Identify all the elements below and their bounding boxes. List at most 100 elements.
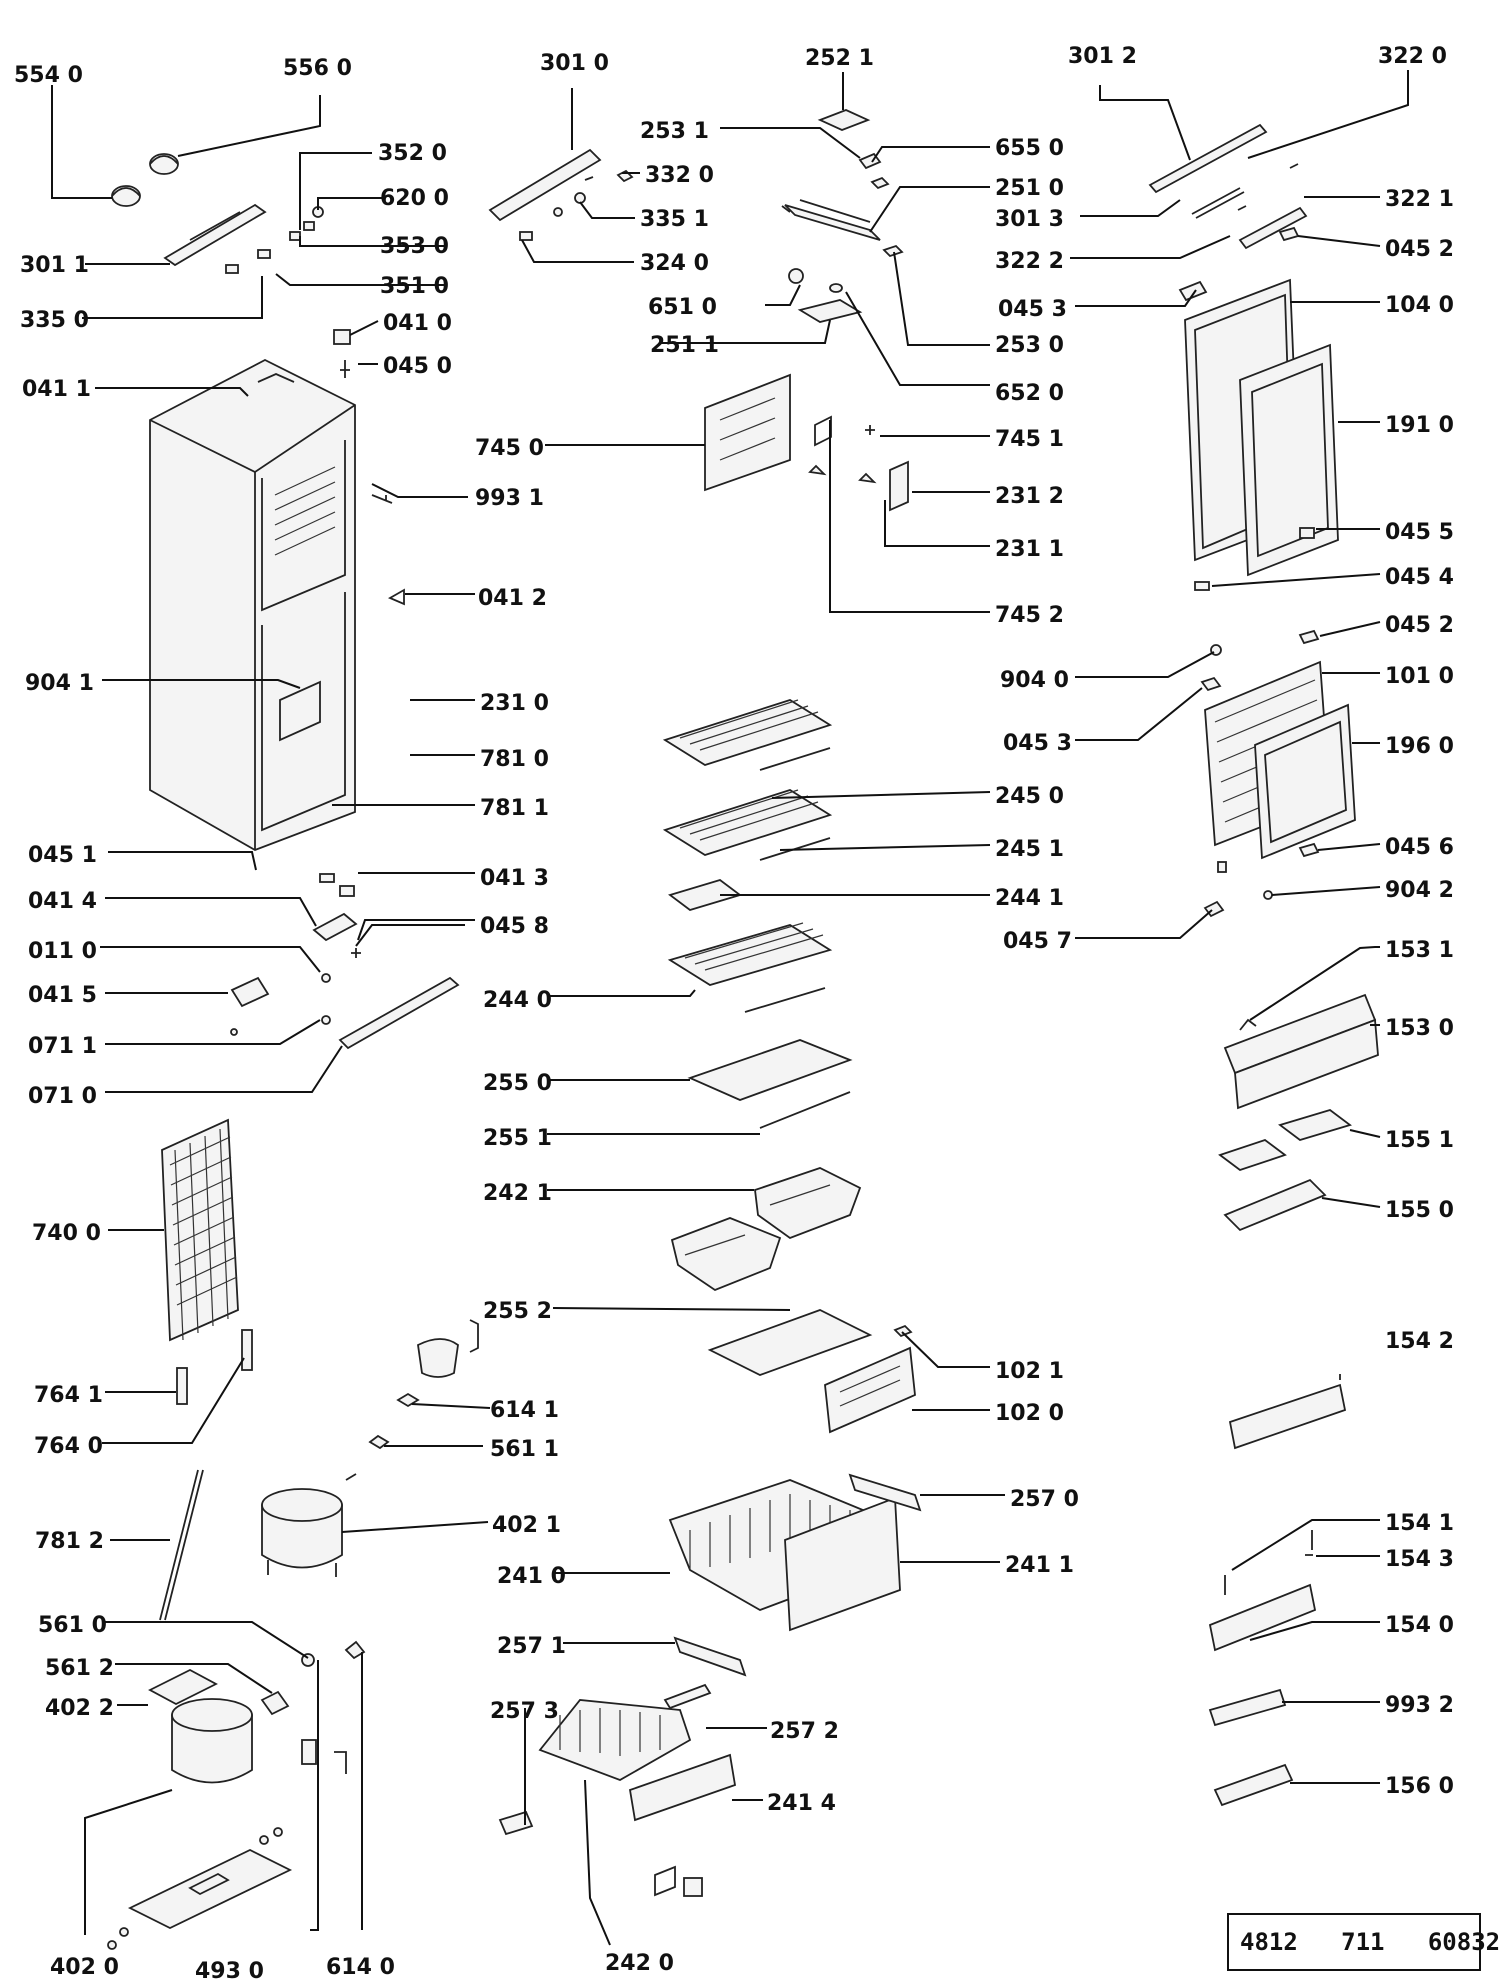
callout-label: 904 2 [1385, 878, 1454, 903]
capillary-tube-part [159, 1469, 204, 1621]
callout-label: 045 4 [1385, 565, 1454, 590]
callout-label: 402 0 [50, 1955, 119, 1980]
callout-label: 257 2 [770, 1719, 839, 1744]
callout-label: 045 7 [1003, 929, 1072, 954]
part-drawings [107, 109, 1481, 1971]
freezer-basket-242-0-part [498, 1636, 747, 1897]
control-panel-301-0-part [488, 148, 634, 241]
callout-label: 332 0 [645, 163, 714, 188]
callout-label: 655 0 [995, 136, 1064, 161]
callout-label: 353 0 [380, 234, 449, 259]
callout-label: 402 1 [492, 1513, 561, 1538]
thermostat-knobs-part [111, 153, 179, 207]
callout-label: 045 8 [480, 914, 549, 939]
callout-label: 245 0 [995, 784, 1064, 809]
callout-label: 764 0 [34, 1434, 103, 1459]
callout-label: 253 1 [640, 119, 709, 144]
callout-label: 904 1 [25, 671, 94, 696]
callout-label: 011 0 [28, 939, 97, 964]
callout-label: 153 0 [1385, 1016, 1454, 1041]
wire-shelf-1-part [662, 699, 833, 771]
callout-label: 041 4 [28, 889, 97, 914]
callout-label: 301 1 [20, 253, 89, 278]
callout-label: 071 1 [28, 1034, 97, 1059]
callout-label: 041 2 [478, 586, 547, 611]
callout-label: 561 0 [38, 1613, 107, 1638]
callout-label: 102 1 [995, 1359, 1064, 1384]
callout-label: 231 1 [995, 537, 1064, 562]
callout-label: 781 0 [480, 747, 549, 772]
callout-label: 154 2 [1385, 1329, 1454, 1354]
callout-label: 651 0 [648, 295, 717, 320]
control-panel-301-1-part [163, 203, 267, 267]
callout-label: 154 0 [1385, 1613, 1454, 1638]
callout-label: 045 1 [28, 843, 97, 868]
callout-label: 252 1 [805, 46, 874, 71]
callout-label: 352 0 [378, 141, 447, 166]
callout-label: 614 0 [326, 1955, 395, 1980]
callout-label: 244 1 [995, 886, 1064, 911]
callout-label: 904 0 [1000, 668, 1069, 693]
callout-label: 301 3 [995, 207, 1064, 232]
callout-label: 045 5 [1385, 520, 1454, 545]
cabinet-part [149, 358, 405, 851]
callout-label: 561 1 [490, 1437, 559, 1462]
callout-label: 045 2 [1385, 613, 1454, 638]
callout-label: 104 0 [1385, 293, 1454, 318]
callout-label: 196 0 [1385, 734, 1454, 759]
cabinet-bottom-brackets-part [230, 873, 460, 1050]
callout-label: 041 5 [28, 983, 97, 1008]
callout-label: 251 0 [995, 176, 1064, 201]
callout-label: 071 0 [28, 1084, 97, 1109]
callout-label: 257 1 [497, 1634, 566, 1659]
callout-label: 242 1 [483, 1181, 552, 1206]
door-shelf-154-0-part [1208, 1530, 1317, 1807]
callout-label: 335 0 [20, 308, 89, 333]
callout-label: 614 1 [490, 1398, 559, 1423]
callout-label: 045 0 [383, 354, 452, 379]
callout-label: 041 1 [22, 377, 91, 402]
callout-label: 324 0 [640, 251, 709, 276]
callout-label: 045 3 [1003, 731, 1072, 756]
callout-label: 253 0 [995, 333, 1064, 358]
condenser-part [161, 1118, 253, 1405]
callout-label: 322 1 [1385, 187, 1454, 212]
callout-label: 335 1 [640, 207, 709, 232]
callout-label: 191 0 [1385, 413, 1454, 438]
callout-label: 556 0 [283, 56, 352, 81]
callout-label: 045 6 [1385, 835, 1454, 860]
callout-label: 652 0 [995, 381, 1064, 406]
door-shelf-154-2-part [1228, 1374, 1347, 1450]
callout-label: 257 3 [490, 1699, 559, 1724]
callout-label: 493 0 [195, 1959, 264, 1984]
egg-trays-part [1218, 1109, 1352, 1232]
callout-label: 155 0 [1385, 1198, 1454, 1223]
leader-lines [51, 70, 1409, 1946]
callout-label: 242 0 [605, 1951, 674, 1976]
callout-label: 745 2 [995, 603, 1064, 628]
callout-label: 745 0 [475, 436, 544, 461]
freezer-basket-241-0-part [668, 1473, 922, 1632]
compressor-402-1-part [261, 1488, 343, 1577]
callout-label: 155 1 [1385, 1128, 1454, 1153]
callout-label: 041 0 [383, 311, 452, 336]
callout-label: 231 2 [995, 484, 1064, 509]
fridge-door-101-0-part [1200, 629, 1356, 918]
callout-label: 241 4 [767, 1791, 836, 1816]
callout-label: 257 0 [1010, 1487, 1079, 1512]
callout-label: 154 1 [1385, 1511, 1454, 1536]
light-housing-parts [781, 109, 904, 323]
callout-label: 255 0 [483, 1071, 552, 1096]
callout-label: 993 2 [1385, 1693, 1454, 1718]
callout-label: 322 2 [995, 249, 1064, 274]
callout-label: 245 1 [995, 837, 1064, 862]
wire-shelf-2-part [662, 789, 833, 861]
callout-label: 102 0 [995, 1401, 1064, 1426]
callout-label: 301 0 [540, 51, 609, 76]
callout-label: 255 2 [483, 1299, 552, 1324]
small-switches-part [225, 206, 351, 378]
callout-label: 740 0 [32, 1221, 101, 1246]
callout-label: 322 0 [1378, 44, 1447, 69]
callout-label: 241 1 [1005, 1553, 1074, 1578]
callout-label: 554 0 [14, 63, 83, 88]
